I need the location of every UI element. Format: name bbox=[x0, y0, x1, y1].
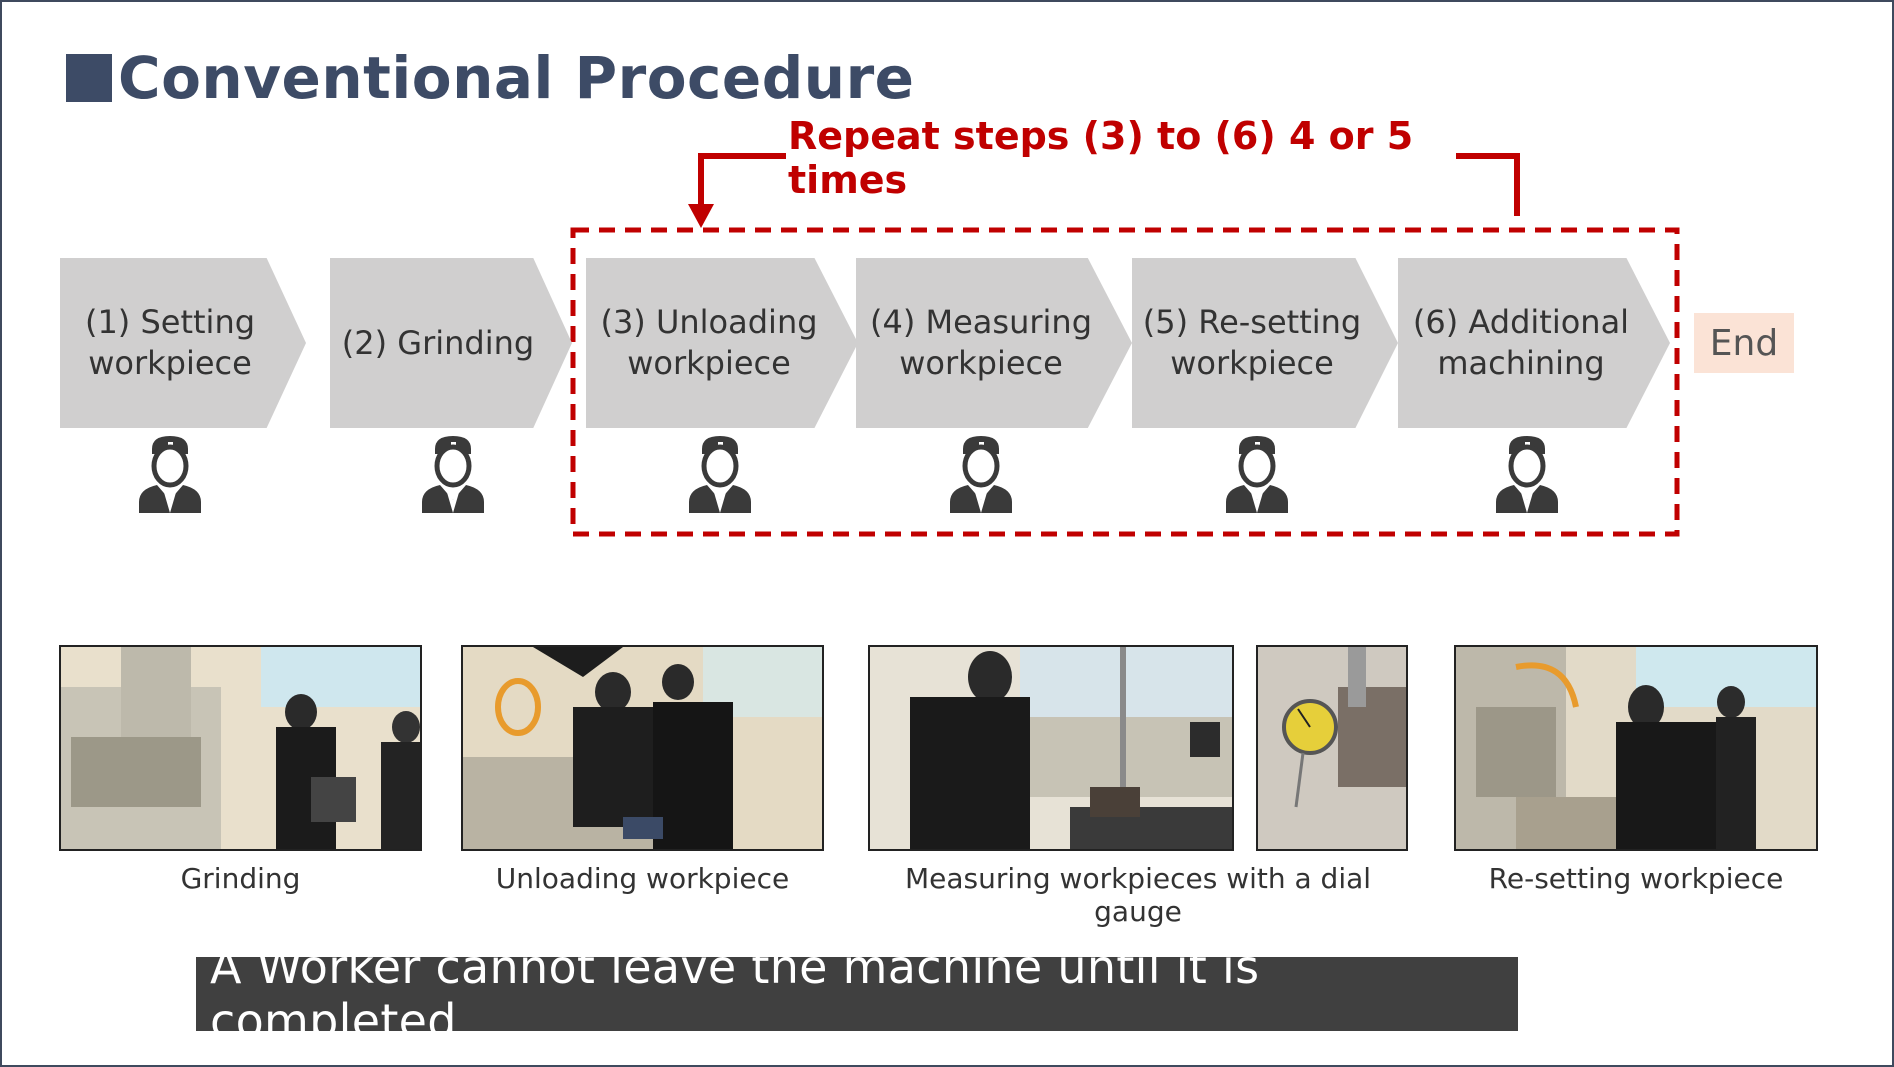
photo-dial-gauge-image bbox=[1258, 647, 1406, 849]
photo-grinding-image bbox=[61, 647, 420, 849]
photo-dial-gauge bbox=[1256, 645, 1408, 851]
caption-resetting: Re-setting workpiece bbox=[1488, 862, 1784, 895]
step-6-additional-machining: (6) Additional machining bbox=[1398, 258, 1670, 428]
photo-unloading bbox=[461, 645, 824, 851]
photo-grinding bbox=[59, 645, 422, 851]
caption-unloading: Unloading workpiece bbox=[495, 862, 790, 895]
photo-unloading-image bbox=[463, 647, 822, 849]
step-4-measuring-workpiece: (4) Measuring workpiece bbox=[856, 258, 1132, 428]
repeat-arrow-left-bracket bbox=[698, 153, 786, 205]
end-box: End bbox=[1694, 313, 1794, 373]
bottom-note-text: A Worker cannot leave the machine until … bbox=[210, 940, 1260, 1048]
title-square-icon bbox=[66, 54, 112, 102]
worker-icon bbox=[139, 436, 201, 513]
title-text: Conventional Procedure bbox=[118, 44, 915, 112]
worker-icon bbox=[689, 436, 751, 513]
step-1-label: (1) Setting workpiece bbox=[84, 303, 256, 382]
worker-icon bbox=[1496, 436, 1558, 513]
step-3-unloading-workpiece: (3) Unloading workpiece bbox=[586, 258, 858, 428]
page-title: Conventional Procedure bbox=[66, 38, 915, 118]
photo-resetting bbox=[1454, 645, 1818, 851]
photo-resetting-image bbox=[1456, 647, 1816, 849]
step-2-label: (2) Grinding bbox=[341, 323, 535, 362]
worker-icon bbox=[1226, 436, 1288, 513]
repeat-note: Repeat steps (3) to (6) 4 or 5 times bbox=[788, 114, 1414, 202]
step-4-label: (4) Measuring workpiece bbox=[870, 303, 1092, 382]
photo-measuring-image bbox=[870, 647, 1232, 849]
worker-icon bbox=[422, 436, 484, 513]
caption-measuring: Measuring workpieces with a dial gauge bbox=[904, 862, 1372, 928]
repeat-arrowhead-icon bbox=[688, 204, 714, 228]
step-3-label: (3) Unloading workpiece bbox=[600, 303, 818, 382]
bottom-note-banner: A Worker cannot leave the machine until … bbox=[196, 940, 1518, 1048]
step-5-resetting-workpiece: (5) Re-setting workpiece bbox=[1132, 258, 1398, 428]
repeat-dashed-box bbox=[570, 227, 1680, 537]
step-2-grinding: (2) Grinding bbox=[330, 258, 572, 428]
repeat-arrow-right-bracket bbox=[1456, 153, 1520, 216]
step-1-setting-workpiece: (1) Setting workpiece bbox=[60, 258, 306, 428]
step-5-label: (5) Re-setting workpiece bbox=[1142, 303, 1362, 382]
caption-grinding: Grinding bbox=[180, 862, 301, 895]
step-6-label: (6) Additional machining bbox=[1412, 303, 1630, 382]
worker-icon bbox=[950, 436, 1012, 513]
photo-measuring bbox=[868, 645, 1234, 851]
